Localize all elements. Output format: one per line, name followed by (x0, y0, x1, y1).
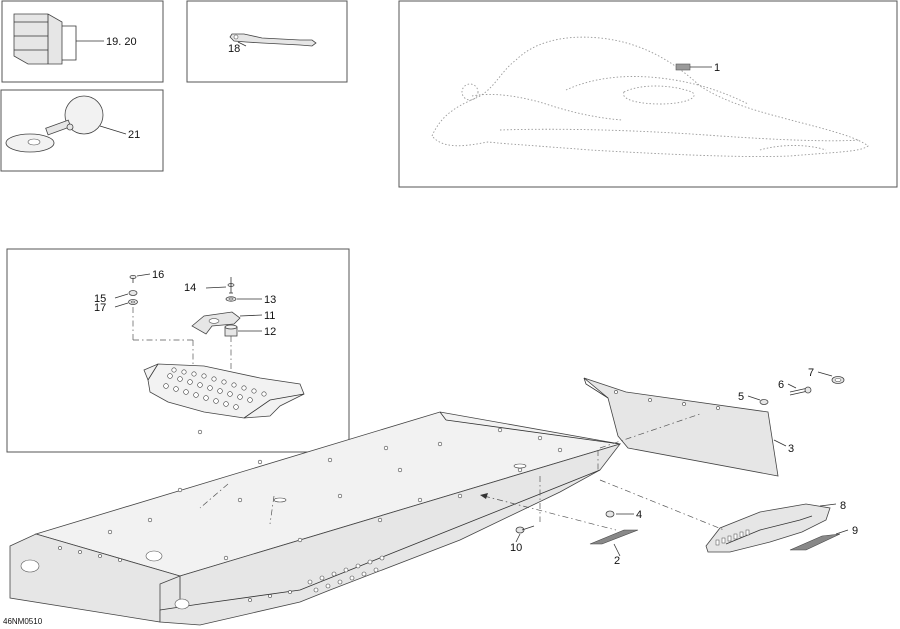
callout-3: 3 (788, 443, 794, 455)
callout-2: 2 (614, 555, 620, 567)
callout-18: 18 (228, 43, 240, 55)
spacer-12 (224, 324, 238, 337)
spanner-wrench-illustration (229, 33, 317, 47)
label-pack-illustration (13, 13, 63, 65)
inset-box-19-20: 19. 20 (1, 0, 164, 83)
rubber-plug-illustration (5, 95, 104, 153)
callout-14: 14 (184, 282, 196, 294)
callout-7: 7 (808, 367, 814, 379)
callout-19-20: 19. 20 (106, 36, 137, 48)
tunnel-side (159, 443, 622, 626)
washer-7 (831, 376, 845, 384)
callout-17: 17 (94, 302, 106, 314)
reflector-9 (789, 533, 841, 551)
grommet-13 (225, 296, 237, 302)
vehicle-outline-illustration (431, 36, 869, 157)
nut-4 (605, 510, 615, 518)
arrow-reflector (480, 493, 488, 499)
callout-8: 8 (840, 500, 846, 512)
bolt-6 (789, 386, 812, 396)
flap-trim-8 (705, 503, 831, 553)
callout-12: 12 (264, 326, 276, 338)
callout-4: 4 (636, 509, 642, 521)
callout-21: 21 (128, 129, 140, 141)
nut-5 (759, 399, 769, 405)
callout-16: 16 (152, 269, 164, 281)
callout-6: 6 (778, 379, 784, 391)
callout-15: 15 (94, 293, 106, 305)
callout-5: 5 (738, 391, 744, 403)
part-1-location-marker (675, 63, 691, 71)
callout-11: 11 (264, 310, 275, 322)
screw-10 (515, 525, 535, 534)
nut-15 (128, 290, 138, 296)
washer-17 (128, 299, 138, 305)
drawing-reference-code: 46NM0510 (3, 617, 43, 626)
push-rivet-14 (227, 277, 235, 294)
callout-1: 1 (714, 62, 720, 74)
tunnel-assembly (9, 411, 622, 626)
reflector-2 (589, 529, 639, 545)
callout-9: 9 (852, 525, 858, 537)
snowflap-3 (583, 377, 779, 477)
inset-box-11-17: 16 15 17 14 13 (6, 248, 350, 453)
tunnel-slots (199, 483, 275, 525)
inset-box-21: 21 (0, 89, 164, 172)
inset-box-1: 1 (398, 0, 898, 188)
bracket-11 (191, 311, 241, 335)
callout-10: 10 (510, 542, 522, 554)
side-perforations (248, 555, 385, 602)
tunnel-holes (107, 427, 563, 561)
running-board-section (143, 363, 305, 419)
inset-box-18: 18 (186, 0, 348, 83)
screw-16 (129, 274, 137, 283)
callout-13: 13 (264, 294, 276, 306)
